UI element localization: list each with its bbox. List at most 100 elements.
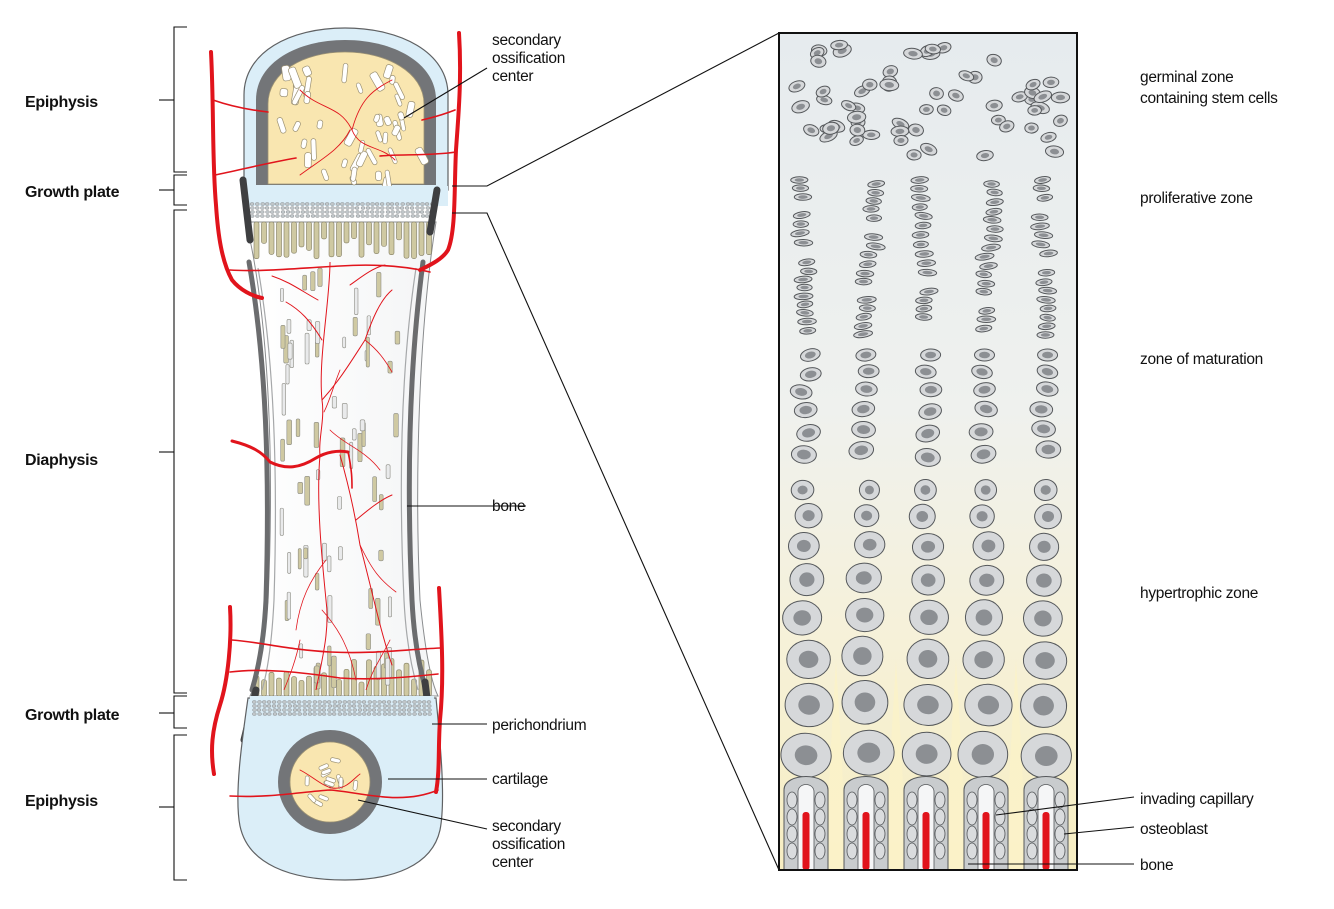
cell-nucleus xyxy=(860,271,870,276)
bone-column xyxy=(843,776,889,870)
cell-nucleus xyxy=(820,97,829,103)
plate-cell xyxy=(402,704,407,708)
bone-spicule xyxy=(327,645,332,667)
cell-nucleus xyxy=(923,407,937,416)
plate-cell xyxy=(302,700,307,704)
chondrocyte xyxy=(803,124,820,137)
plate-cell xyxy=(297,704,302,708)
chondrocyte xyxy=(910,176,929,184)
bone-spicule xyxy=(313,421,320,448)
chondrocyte xyxy=(985,198,1004,207)
cell-nucleus xyxy=(929,46,937,52)
chondrocyte xyxy=(919,104,934,115)
bone-spicule xyxy=(303,547,308,560)
cell-nucleus xyxy=(798,240,809,245)
cell-nucleus xyxy=(1034,610,1052,627)
plate-cell xyxy=(292,708,298,712)
chondrocyte xyxy=(782,600,823,636)
plate-cell xyxy=(275,214,280,218)
trabecula xyxy=(403,662,410,697)
chondrocyte xyxy=(800,267,818,276)
cell-nucleus xyxy=(857,332,869,337)
chondrocyte xyxy=(810,54,827,68)
plate-cell xyxy=(297,712,302,716)
cell-nucleus xyxy=(908,50,918,57)
cell-nucleus xyxy=(797,213,807,217)
chondrocyte xyxy=(1020,733,1072,779)
cell-nucleus xyxy=(802,428,816,438)
chondrocyte xyxy=(915,424,941,443)
cell-nucleus xyxy=(981,281,991,286)
cell-nucleus xyxy=(1036,573,1052,588)
plate-cell xyxy=(347,708,352,712)
chondrocyte xyxy=(1035,278,1053,287)
top-growth-plate-cells xyxy=(249,202,435,218)
osteoblast-right xyxy=(1054,825,1066,843)
chondrocyte xyxy=(841,635,884,677)
marrow-space xyxy=(288,66,302,89)
chondrocyte xyxy=(911,533,945,561)
cell-nucleus xyxy=(982,308,992,313)
plate-cell xyxy=(330,202,335,206)
plate-cell xyxy=(277,700,282,704)
plate-cell xyxy=(335,202,341,206)
top-ossification-trabeculae xyxy=(276,62,429,192)
bone-spicule xyxy=(280,287,284,302)
chondrocyte xyxy=(793,292,814,301)
cell-nucleus xyxy=(914,178,925,182)
osteoblast-left xyxy=(906,808,918,826)
trabecula xyxy=(336,221,342,257)
chondrocyte xyxy=(914,250,934,258)
plate-cell xyxy=(357,704,362,708)
chondrocyte xyxy=(964,599,1003,636)
plate-cell xyxy=(277,712,283,716)
cell-nucleus xyxy=(974,427,988,437)
trabecula xyxy=(276,677,282,697)
cell-nucleus xyxy=(796,103,805,110)
osteoblast-right xyxy=(994,825,1006,843)
plate-cell xyxy=(367,700,372,704)
plate-cell xyxy=(274,202,280,206)
osteoblast-right xyxy=(814,825,826,843)
plate-cell xyxy=(304,206,310,210)
plate-cell xyxy=(280,210,286,214)
chondrocyte xyxy=(842,729,895,776)
perichondrium-top-right xyxy=(426,186,441,236)
marrow-space xyxy=(382,131,389,145)
plate-cell xyxy=(362,708,368,712)
osteoblast-right xyxy=(1054,842,1066,860)
plate-cell xyxy=(417,700,422,704)
cell-nucleus xyxy=(987,182,996,186)
plate-cell xyxy=(302,712,308,716)
cell-nucleus xyxy=(814,58,823,65)
chondrocyte xyxy=(1031,420,1056,438)
chondrocyte xyxy=(789,563,825,597)
periosteal-vessels xyxy=(209,31,463,799)
marrow-space xyxy=(373,113,381,123)
bone-spicule xyxy=(342,336,347,349)
cell-nucleus xyxy=(1015,94,1024,100)
chondrocyte xyxy=(974,252,995,261)
plate-cell xyxy=(370,214,375,218)
cell-nucleus xyxy=(794,178,805,182)
cell-nucleus xyxy=(990,57,998,64)
chondrocyte xyxy=(858,304,876,312)
cell-nucleus xyxy=(915,196,926,200)
chondrocyte xyxy=(855,312,872,321)
plate-cell xyxy=(322,704,327,708)
chondrocyte xyxy=(1036,381,1059,397)
plate-cell xyxy=(280,214,286,218)
cell-nucleus xyxy=(845,103,853,109)
plate-cell xyxy=(412,704,417,708)
cell-nucleus xyxy=(884,81,894,88)
trabecula xyxy=(268,672,275,697)
bone-columns xyxy=(783,776,1069,870)
plate-cell xyxy=(395,206,400,210)
chondrocyte xyxy=(1020,683,1068,728)
cell-nucleus xyxy=(916,511,929,522)
cell-nucleus xyxy=(920,609,938,626)
plate-cell xyxy=(305,210,310,214)
cell-nucleus xyxy=(1041,385,1054,393)
plate-cell xyxy=(255,202,260,206)
chondrocyte xyxy=(865,197,882,205)
